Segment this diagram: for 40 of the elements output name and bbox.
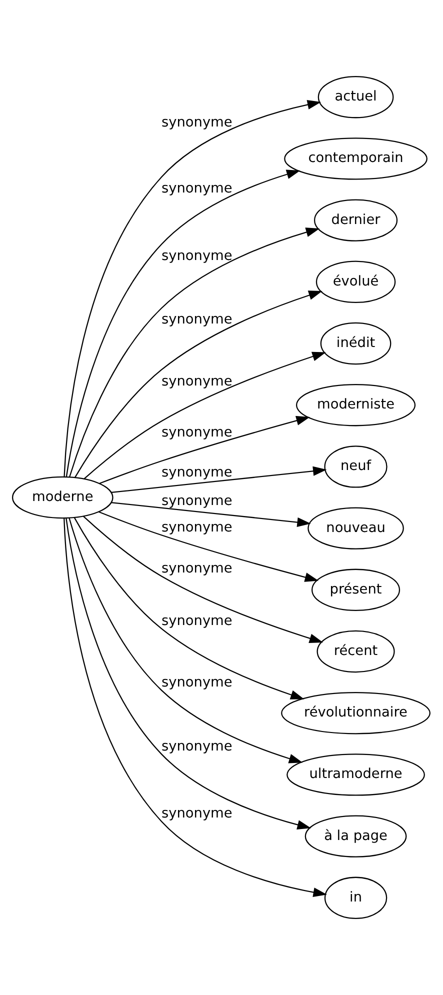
arrow <box>98 511 319 582</box>
arrow <box>66 518 312 830</box>
node-ellipse: in <box>324 876 388 919</box>
arrow <box>74 518 304 700</box>
node-ellipse: actuel <box>318 76 394 118</box>
edge-label: synonyme <box>162 560 232 576</box>
node-ellipse: nouveau <box>308 507 404 550</box>
node-ellipse: récent <box>316 630 395 673</box>
arrow <box>66 170 300 478</box>
edge-label: synonyme <box>162 806 232 822</box>
node-ellipse: présent <box>311 568 400 611</box>
edge-label: synonyme <box>162 373 232 390</box>
edge-label: synonyme <box>162 738 232 754</box>
arrow <box>74 290 322 478</box>
edge-label: synonyme <box>162 519 232 536</box>
edge-label: synonyme <box>162 424 232 441</box>
edge-label: synonyme <box>162 312 232 328</box>
arrow <box>69 228 320 478</box>
arrow <box>111 466 327 494</box>
arrow <box>64 100 322 477</box>
node-ellipse: révolutionnaire <box>281 692 430 734</box>
edge-label: synonyme <box>162 114 232 130</box>
edge-label: synonyme <box>162 493 232 510</box>
arrow <box>83 516 324 643</box>
edge-label: synonyme <box>162 180 232 196</box>
node-ellipse: dernier <box>314 199 398 242</box>
edge-label: synonyme <box>162 612 232 629</box>
arrow <box>111 502 311 527</box>
edge-label: synonyme <box>162 674 232 690</box>
node-ellipse: à la page <box>304 815 407 858</box>
arrow <box>68 518 303 764</box>
arrow <box>84 352 326 480</box>
edge-label: synonyme <box>162 464 232 481</box>
arrow <box>64 518 327 898</box>
node-ellipse: neuf <box>324 446 388 488</box>
node-ellipse: moderne <box>12 476 114 519</box>
edge-label: synonyme <box>162 248 232 264</box>
node-ellipse: évolué <box>316 260 396 303</box>
arrow <box>99 416 310 484</box>
node-ellipse: inédit <box>320 322 392 365</box>
